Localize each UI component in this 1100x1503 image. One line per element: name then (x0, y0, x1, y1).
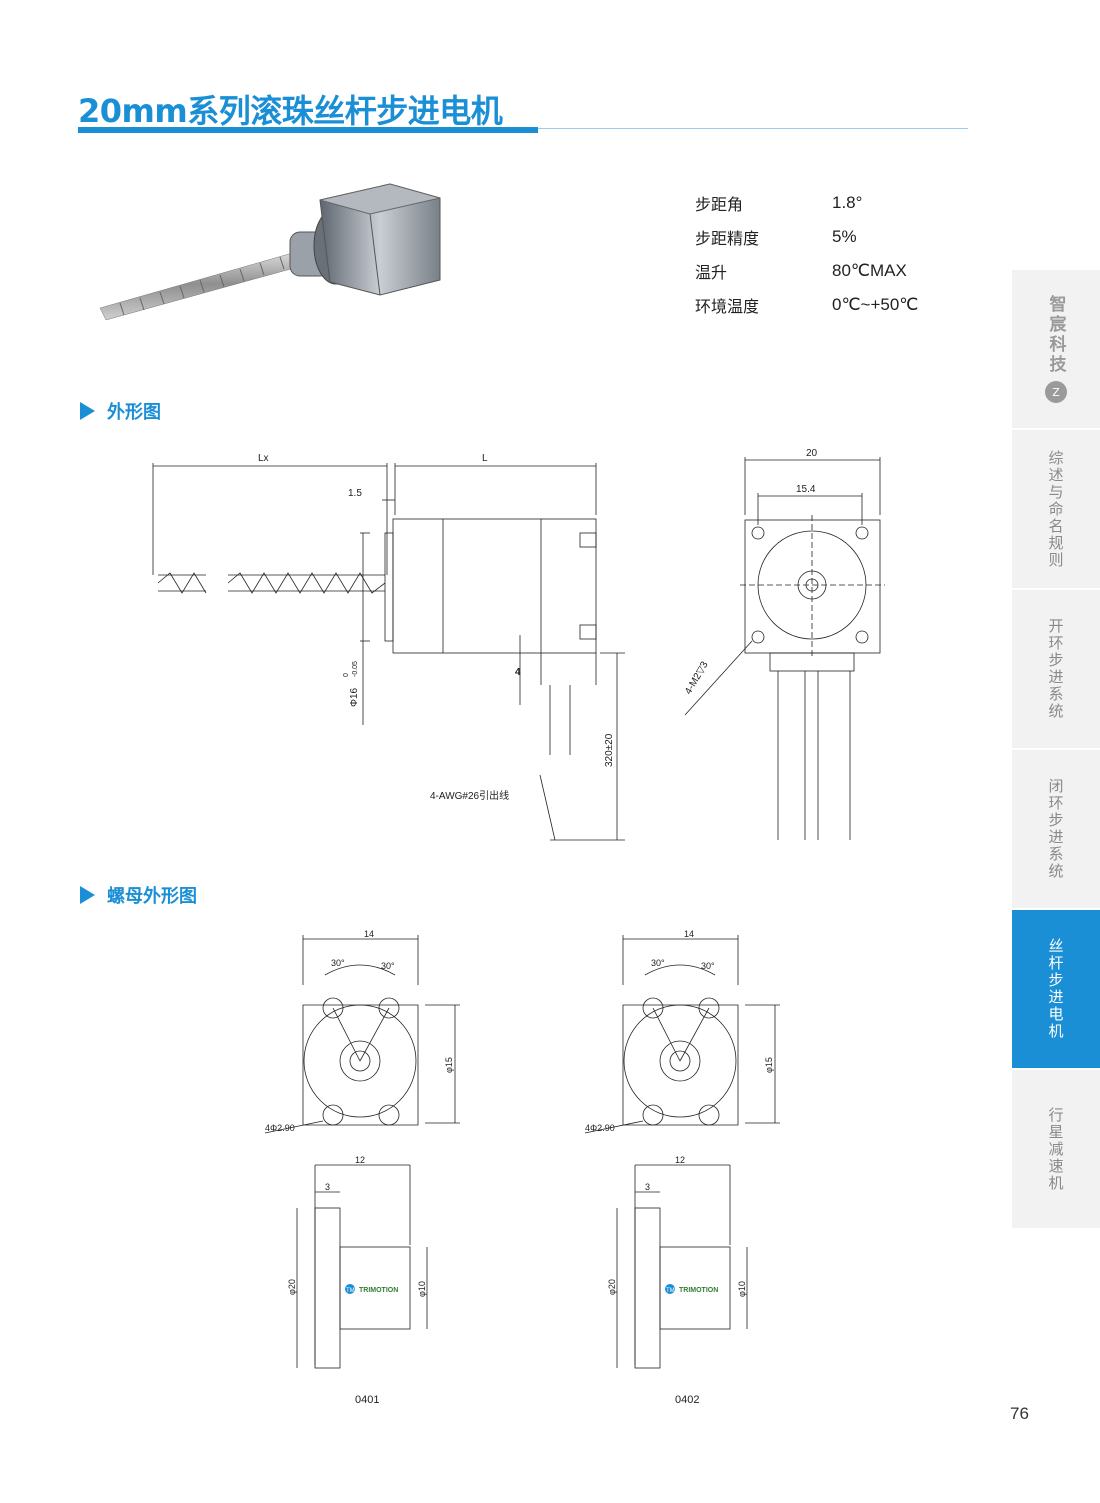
sidebar-item-open-loop[interactable]: 开环步进系统 (1012, 590, 1100, 748)
trimotion-logo-icon (665, 1284, 675, 1294)
dim-1-5: 1.5 (348, 488, 362, 499)
dim-lead-length: 320±20 (604, 733, 615, 767)
dim-4: 4 (515, 667, 521, 678)
lead-note: 4-AWG#26引出线 (430, 789, 509, 802)
nut-dim-angle-right: 30° (381, 961, 395, 971)
sidebar-item-closed-loop[interactable]: 闭环步进系统 (1012, 750, 1100, 908)
sidebar-item-label: 综述与命名规则 (1046, 449, 1065, 569)
motor-product-photo (99, 183, 441, 321)
nut-dim-15: φ15 (444, 1057, 454, 1073)
dim-tol-upper: 0 (343, 673, 350, 677)
nut-dim-10: φ10 (417, 1281, 427, 1297)
logo-abbr: TM (666, 1288, 675, 1294)
triangle-icon (80, 402, 95, 420)
logo-abbr: TM (346, 1288, 355, 1294)
sidebar-item-label: 闭环步进系统 (1046, 778, 1065, 880)
nut-drawing-0402: 14 30° 30° φ15 4Φ2.90 12 3 φ20 φ10 TM TR… (584, 929, 780, 1369)
nut-dim-angle-right: 30° (701, 961, 715, 971)
nut-dim-flange: 3 (325, 1182, 330, 1192)
nut-dim-length: 12 (355, 1155, 365, 1165)
nut-dim-angle-left: 30° (331, 958, 345, 968)
sidebar-item-overview[interactable]: 综述与命名规则 (1012, 430, 1100, 588)
title-underline (78, 127, 538, 133)
motor-front-view-drawing: 20 15.4 4-M2▽3 (683, 448, 885, 840)
nut-dim-width: 14 (364, 929, 374, 939)
dim-hole-spacing: 15.4 (796, 484, 816, 495)
sidebar-item-label: 开环步进系统 (1046, 618, 1065, 720)
nut-dim-length: 12 (675, 1155, 685, 1165)
dim-shaft-dia: Φ16 (349, 687, 360, 707)
dim-tol-lower: -0.05 (352, 661, 359, 677)
nut-logo-text: TRIMOTION (679, 1287, 718, 1294)
dim-front-width: 20 (806, 448, 818, 459)
dim-lx: Lx (258, 453, 269, 464)
sidebar: 智宸科技 Z 综述与命名规则 开环步进系统 闭环步进系统 丝杆步进电机 行星减速… (1012, 270, 1100, 1230)
sidebar-item-planetary[interactable]: 行星减速机 (1012, 1070, 1100, 1228)
nut-dim-20: φ20 (287, 1279, 297, 1295)
sidebar-brand: 智宸科技 Z (1012, 270, 1100, 428)
triangle-icon (80, 886, 95, 904)
sidebar-item-ball-screw[interactable]: 丝杆步进电机 (1012, 910, 1100, 1068)
brand-logo-icon: Z (1045, 381, 1067, 403)
nut-dim-10: φ10 (737, 1281, 747, 1297)
section-nut-heading: 螺母外形图 (80, 882, 197, 908)
sidebar-item-label: 丝杆步进电机 (1046, 938, 1065, 1040)
nut-logo-text: TRIMOTION (359, 1287, 398, 1294)
nut-dim-angle-left: 30° (651, 958, 665, 968)
brand-name: 智宸科技 (1045, 295, 1066, 375)
nut-caption-0401: 0401 (355, 1394, 380, 1406)
sidebar-item-label: 行星减速机 (1046, 1106, 1065, 1192)
nut-dim-holes: 4Φ2.90 (265, 1123, 295, 1133)
section-outline-heading: 外形图 (80, 398, 161, 424)
title-rule (538, 128, 968, 129)
page-title: 20mm系列滚珠丝杆步进电机 (78, 92, 503, 130)
nut-drawing-0401: 14 30° 30° φ15 4Φ2.90 12 3 φ20 φ10 TM TR… (264, 929, 460, 1369)
nut-dim-width: 14 (684, 929, 694, 939)
page-number: 76 (1010, 1404, 1029, 1423)
nut-dim-15: φ15 (764, 1057, 774, 1073)
motor-side-view-drawing: Lx L 1.5 4 Φ16 0 -0.05 320±20 4-AWG#26引出… (152, 453, 625, 841)
dim-l: L (482, 453, 488, 464)
nut-dim-flange: 3 (645, 1182, 650, 1192)
nut-dim-holes: 4Φ2.90 (585, 1123, 615, 1133)
nut-dim-20: φ20 (607, 1279, 617, 1295)
trimotion-logo-icon (345, 1284, 355, 1294)
nut-caption-0402: 0402 (675, 1394, 700, 1406)
